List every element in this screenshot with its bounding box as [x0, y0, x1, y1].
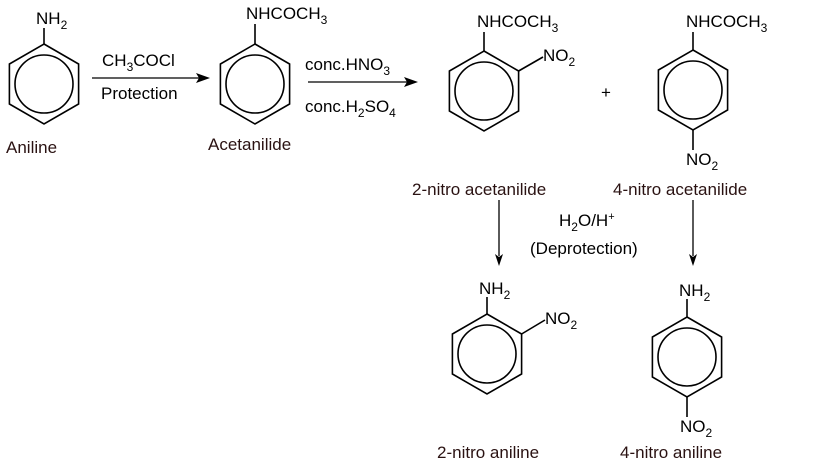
benzene-ring [448, 50, 520, 132]
deprotection-arrows: H2​O/H+​ (Deprotection) [495, 200, 697, 266]
p-nitroaniline-label: 4-nitro aniline [620, 443, 722, 462]
benzene-ring [651, 316, 723, 398]
nitro-group: NO2​ [686, 150, 719, 173]
acetyl-chloride-reagent: CH3​COCl [102, 51, 175, 74]
nitro-group: NO2​ [680, 417, 713, 440]
acetamido-group: NHCOCH3​ [686, 12, 768, 35]
benzene-ring [657, 49, 729, 131]
acetanilide-structure: NHCOCH3​ Acetanilide [208, 4, 328, 154]
o-nitroaniline-label: 2-nitro aniline [437, 443, 539, 462]
o-nitroacetanilide-structure: NHCOCH3​ NO2​ 2-nitro acetanilide [412, 12, 576, 199]
p-nitroacetanilide-label: 4-nitro acetanilide [613, 180, 747, 199]
p-nitroaniline-structure: NH2​ NO2​ 4-nitro aniline [620, 281, 723, 462]
benzene-ring [8, 43, 80, 125]
sulfuric-acid-reagent: conc.H2​SO4​ [305, 97, 396, 120]
amino-group: NH2​ [679, 281, 711, 304]
nitration-arrow: conc.HNO3​ conc.H2​SO4​ [305, 55, 418, 120]
nitro-group: NO2​ [543, 46, 576, 69]
amino-group: NH2​ [36, 9, 68, 32]
acetamido-group: NHCOCH3​ [477, 12, 559, 35]
aniline-label: Aniline [6, 138, 57, 157]
protection-arrow: CH3​COCl Protection [92, 51, 210, 103]
protection-label: Protection [101, 84, 178, 103]
acid-water-reagent: H2​O/H+​ [559, 211, 615, 234]
nitro-group: NO2​ [545, 309, 578, 332]
deprotection-label: (Deprotection) [530, 239, 638, 258]
benzene-ring [451, 313, 523, 395]
benzene-ring [219, 43, 291, 125]
acetanilide-label: Acetanilide [208, 135, 291, 154]
o-nitroaniline-structure: NH2​ NO2​ 2-nitro aniline [437, 279, 578, 462]
acetamido-group: NHCOCH3​ [246, 4, 328, 27]
o-nitroacetanilide-label: 2-nitro acetanilide [412, 180, 546, 199]
p-nitroacetanilide-structure: NHCOCH3​ NO2​ 4-nitro acetanilide [613, 12, 768, 199]
plus-sign: + [601, 83, 611, 102]
aniline-structure: NH2​ Aniline [6, 9, 80, 157]
nitric-acid-reagent: conc.HNO3​ [305, 55, 390, 78]
amino-group: NH2​ [479, 279, 511, 302]
